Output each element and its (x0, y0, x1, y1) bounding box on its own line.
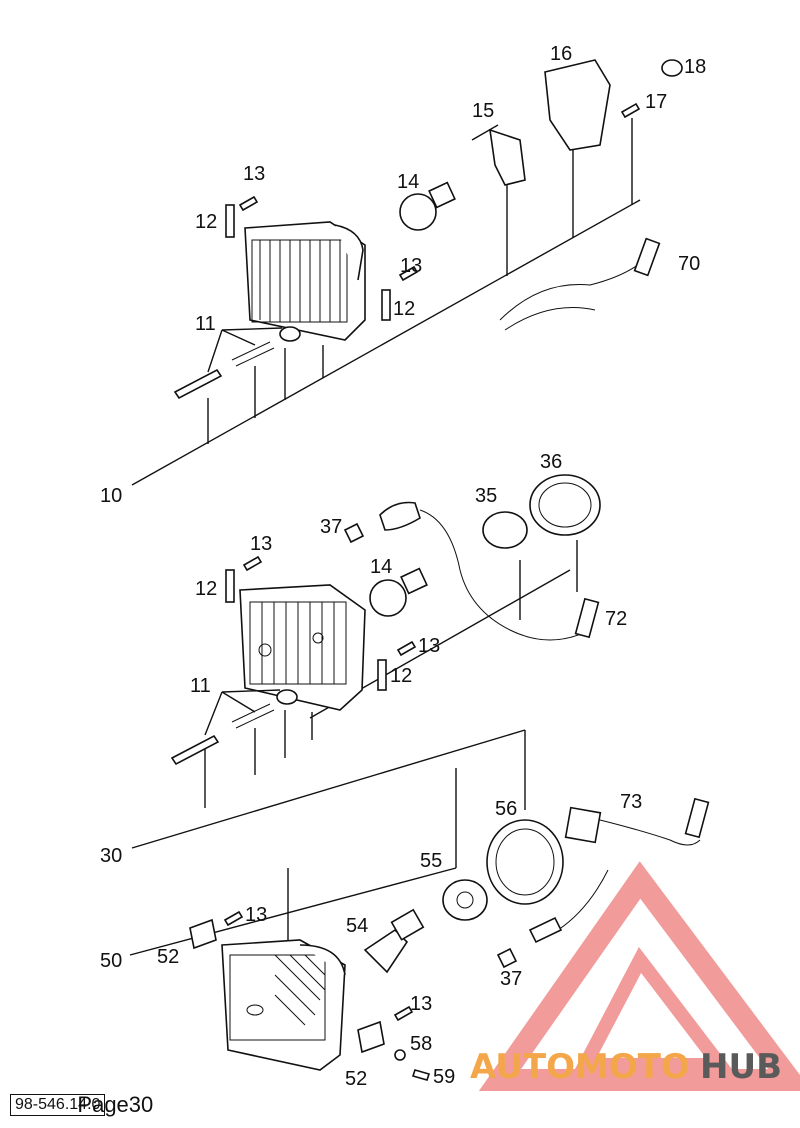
label-52b: 52 (345, 1068, 367, 1090)
label-14: 14 (397, 171, 419, 193)
headlamp-housing-3 (221, 939, 346, 1071)
watermark-brand-1: AUTOMOTO (470, 1047, 690, 1087)
label-56: 56 (495, 798, 517, 820)
assembly-group-10 (131, 59, 683, 486)
label-36: 36 (540, 451, 562, 473)
label-52: 52 (157, 946, 179, 968)
headlamp-housing-1 (244, 221, 366, 341)
part-labels-group-3: 50 52 13 54 55 56 73 37 13 52 58 59 (100, 791, 642, 1090)
label-73: 73 (620, 791, 642, 813)
doc-number: 98-546.14.0 (10, 1094, 106, 1116)
page-footer: 98-546.14.0 Page30 (10, 1090, 153, 1120)
label-10: 10 (100, 485, 122, 507)
label-55: 55 (420, 850, 442, 872)
label-37-bot: 37 (500, 968, 522, 990)
label-13b-mid: 13 (418, 635, 440, 657)
page-number: Page30 (77, 1092, 154, 1117)
label-14-mid: 14 (370, 556, 392, 578)
label-58: 58 (410, 1033, 432, 1055)
label-13: 13 (243, 163, 265, 185)
watermark-brand-2: HUB (700, 1047, 782, 1087)
label-13b-bot: 13 (410, 993, 432, 1015)
label-13b: 13 (400, 255, 422, 277)
bulb-14-top (399, 181, 456, 231)
label-12: 12 (195, 211, 217, 233)
label-72: 72 (605, 608, 627, 630)
label-12-mid: 12 (195, 578, 217, 600)
label-54: 54 (346, 915, 368, 937)
label-70: 70 (678, 253, 700, 275)
label-11: 11 (195, 313, 216, 335)
label-37-mid: 37 (320, 516, 342, 538)
part-labels-group-2: 30 11 12 13 14 35 36 37 72 13 12 (100, 451, 627, 867)
bulb-54 (363, 908, 425, 974)
label-12b-mid: 12 (390, 665, 412, 687)
assembly-group-30 (131, 474, 601, 940)
label-59: 59 (433, 1066, 455, 1088)
label-13-mid: 13 (250, 533, 272, 555)
label-12b: 12 (393, 298, 415, 320)
headlamp-housing-2 (239, 584, 366, 711)
part-labels-group-1: 10 11 12 13 14 15 16 17 18 70 13 12 (100, 43, 706, 507)
watermark-logo (478, 861, 800, 1091)
label-16: 16 (550, 43, 572, 65)
label-30: 30 (100, 845, 122, 867)
label-18: 18 (684, 56, 706, 78)
label-35: 35 (475, 485, 497, 507)
label-15: 15 (472, 100, 494, 122)
label-13-bot: 13 (245, 904, 267, 926)
label-50: 50 (100, 950, 122, 972)
label-11-mid: 11 (190, 675, 211, 697)
assembly-group-50 (129, 797, 710, 1081)
label-17: 17 (645, 91, 667, 113)
bulb-14-middle (369, 567, 428, 617)
